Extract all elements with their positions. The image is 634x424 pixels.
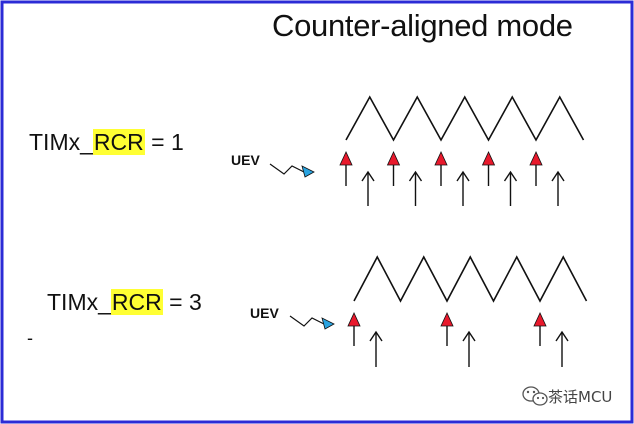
update-event-arrow	[434, 151, 448, 166]
counter-event-arrow	[361, 170, 375, 182]
update-event-arrow	[440, 312, 454, 327]
stray-dash: -	[27, 328, 33, 348]
uev-label-1: UEV	[231, 152, 260, 168]
watermark: 茶话MCU	[520, 386, 612, 407]
rcr-label-value: = 1	[144, 129, 184, 155]
bubble-eye	[526, 390, 530, 394]
bubble-eye	[541, 396, 545, 400]
counter-event-arrow	[462, 330, 476, 342]
page-title: Counter-aligned mode	[272, 8, 573, 43]
rcr-register-highlight: RCR	[110, 289, 163, 315]
rcr-label-prefix: TIMx_	[29, 129, 93, 155]
counter-event-arrow	[408, 170, 423, 182]
update-event-arrow	[529, 151, 543, 166]
bubble-eye	[532, 390, 536, 394]
wechat-icon	[522, 386, 548, 406]
uev-arrow-rcr1	[269, 163, 315, 178]
watermark-text: 茶话MCU	[548, 388, 613, 406]
counter-event-arrow	[456, 170, 470, 182]
bubble-right	[532, 392, 548, 406]
rcr-label-2: TIMx_RCR = 3	[47, 289, 202, 316]
rcr-label-prefix: TIMx_	[47, 289, 111, 315]
update-event-arrow	[347, 312, 361, 327]
update-event-arrow	[481, 151, 496, 166]
rcr-register-highlight: RCR	[92, 129, 145, 155]
rcr-label-1: TIMx_RCR = 1	[29, 129, 184, 156]
uev-arrowhead	[321, 317, 335, 330]
uev-label-2: UEV	[250, 305, 279, 321]
uev-arrow-rcr3	[289, 315, 335, 330]
event-arrows-rcr1	[339, 151, 565, 206]
triangle-wave-rcr1	[345, 95, 585, 142]
watermark-icon-spacer	[520, 388, 542, 406]
bubble-eye	[536, 396, 540, 400]
triangle-wave	[345, 95, 585, 142]
counter-event-arrow	[369, 330, 383, 342]
uev-zigzag-line	[269, 163, 305, 175]
update-event-arrow	[533, 312, 547, 327]
uev-arrowhead	[301, 165, 315, 178]
rcr-label-value: = 3	[162, 289, 202, 315]
counter-event-arrow	[555, 330, 569, 342]
update-event-arrow	[339, 151, 353, 166]
uev-zigzag-line	[289, 315, 325, 327]
counter-event-arrow	[503, 170, 518, 182]
counter-event-arrow	[551, 170, 565, 182]
update-event-arrow	[386, 151, 401, 166]
triangle-wave	[353, 255, 588, 303]
triangle-wave-rcr3	[353, 255, 588, 303]
event-arrows-rcr3	[347, 312, 569, 367]
